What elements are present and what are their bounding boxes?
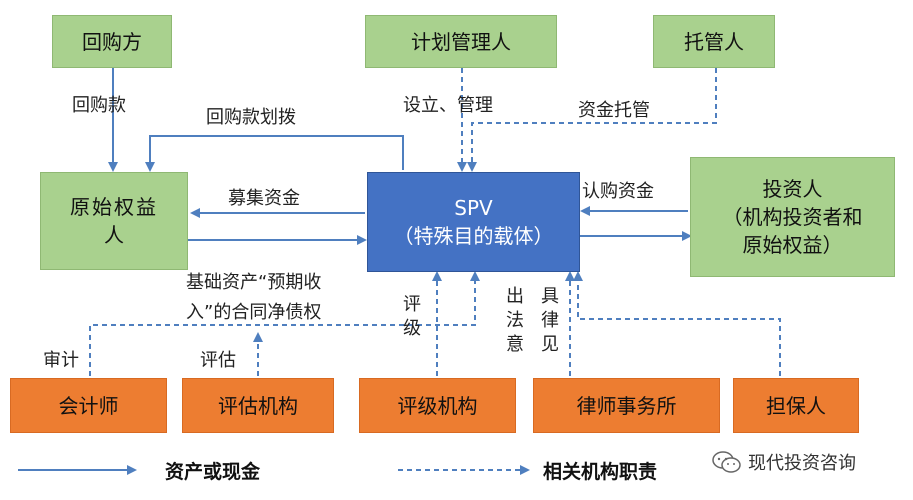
node-guarantor-label: 担保人 [766, 393, 826, 418]
node-law-firm-label: 律师事务所 [576, 393, 677, 418]
label-appraisal: 评估 [200, 350, 236, 371]
watermark: 现代投资咨询 [712, 449, 856, 475]
node-appraiser-label: 评估机构 [218, 393, 298, 418]
label-issue-opinion-col2: 具律见 [541, 286, 559, 355]
label-setup-manage: 设立、管理 [403, 95, 493, 116]
label-issue-opinion-col1: 出法意 [506, 286, 524, 355]
label-rating: 评级 [403, 294, 421, 339]
label-repurchase-payment: 回购款 [72, 95, 126, 116]
node-spv: SPV （特殊目的载体） [367, 172, 580, 272]
watermark-text: 现代投资咨询 [748, 453, 856, 474]
node-investor: 投资人 （机构投资者和 原始权益） [690, 157, 895, 277]
arrow-guarantor [573, 271, 781, 376]
node-accountant-label: 会计师 [58, 393, 119, 418]
label-fund-custody: 资金托管 [578, 100, 650, 121]
node-investor-line2: （机构投资者和 [722, 205, 863, 229]
node-investor-line1: 投资人 [762, 177, 823, 201]
node-accountant: 会计师 [10, 378, 167, 433]
label-underlying-asset-line2: 入”的合同净债权 [186, 302, 322, 323]
legend-dashed-label: 相关机构职责 [543, 461, 658, 483]
node-guarantor: 担保人 [733, 378, 859, 433]
arrow-repurchase-transfer [145, 135, 404, 172]
node-rating-agency-label: 评级机构 [397, 393, 478, 418]
node-repurchaser: 回购方 [52, 15, 172, 68]
label-underlying-asset-line1: 基础资产“预期收 [186, 272, 322, 293]
label-subscription-funds: 认购资金 [582, 181, 654, 202]
wechat-icon [712, 451, 741, 473]
node-repurchaser-label: 回购方 [82, 29, 142, 54]
node-originator-line1: 原始权益 [70, 195, 158, 219]
node-originator-line2: 人 [104, 223, 124, 247]
node-plan-manager: 计划管理人 [365, 15, 557, 68]
node-appraiser: 评估机构 [182, 378, 334, 433]
label-repurchase-transfer: 回购款划拨 [206, 107, 296, 128]
legend-solid-label: 资产或现金 [165, 461, 261, 483]
node-originator: 原始权益 人 [40, 172, 188, 270]
label-audit: 审计 [43, 350, 79, 371]
arrow-custodian [467, 68, 717, 172]
label-raise-funds: 募集资金 [228, 188, 300, 209]
arrow-audit-appraisal [89, 271, 480, 376]
node-law-firm: 律师事务所 [533, 378, 720, 433]
node-plan-manager-label: 计划管理人 [411, 29, 511, 54]
node-rating-agency: 评级机构 [359, 378, 516, 433]
node-custodian: 托管人 [653, 15, 775, 68]
node-spv-line1: SPV [454, 196, 493, 220]
node-investor-line3: 原始权益） [742, 233, 843, 257]
node-custodian-label: 托管人 [684, 29, 744, 54]
node-spv-line2: （特殊目的载体） [393, 224, 554, 248]
